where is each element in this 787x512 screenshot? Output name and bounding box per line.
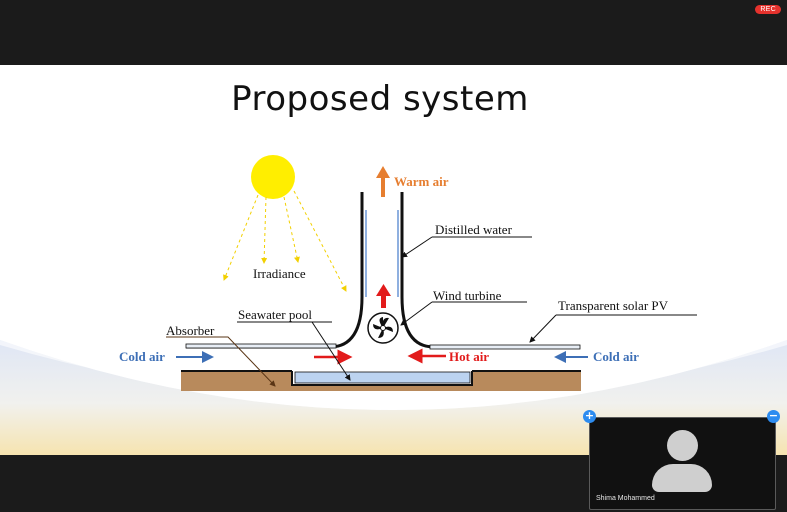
solar-pv-right [429, 344, 581, 350]
solar-pv-left [185, 343, 337, 349]
seawater-pool [294, 371, 471, 384]
presentation-slide: Warm air Distilled water Irradiance Wind… [0, 65, 787, 455]
minus-icon[interactable]: − [767, 409, 780, 423]
avatar-body [652, 464, 712, 492]
label-leaders [166, 236, 697, 387]
updraft-arrow [376, 284, 391, 308]
top-bar: REC [0, 0, 787, 65]
participant-name: Shima Mohammed [596, 495, 655, 502]
seawater-pool-label: Seawater pool [238, 307, 312, 322]
irradiance-label: Irradiance [253, 266, 306, 281]
cold-air-label-right: Cold air [593, 349, 639, 364]
slide-title: Proposed system [231, 79, 529, 119]
ground-absorber [181, 372, 581, 391]
irradiance-rays [223, 190, 347, 292]
warm-air-arrow [376, 166, 390, 197]
transparent-solar-pv-label: Transparent solar PV [558, 298, 669, 313]
cold-air-label-left: Cold air [119, 349, 165, 364]
distilled-water-label: Distilled water [435, 222, 513, 237]
wind-turbine-icon [367, 312, 399, 344]
recording-badge: REC [755, 5, 781, 14]
warm-air-label: Warm air [394, 174, 449, 189]
plus-icon[interactable]: + [583, 409, 596, 423]
wind-turbine-label: Wind turbine [433, 288, 502, 303]
slide-diagram: Warm air Distilled water Irradiance Wind… [0, 155, 787, 455]
hot-air-label: Hot air [449, 349, 489, 364]
sun-icon [251, 155, 295, 199]
avatar-head [667, 430, 698, 461]
distilled-water-film [365, 210, 399, 297]
absorber-label: Absorber [166, 323, 215, 338]
